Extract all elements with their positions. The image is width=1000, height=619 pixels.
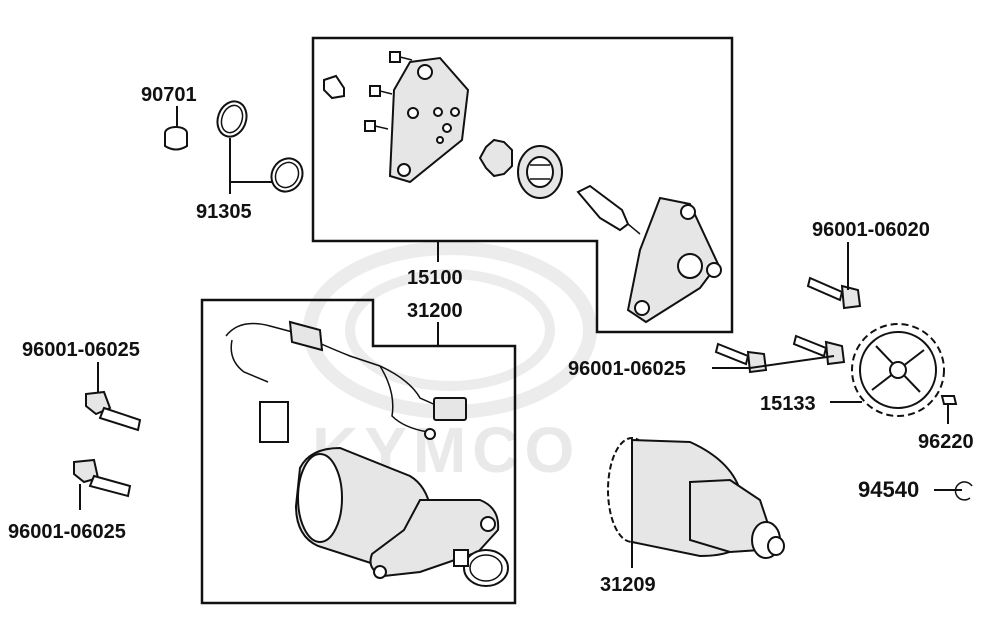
starter-bracket-plate bbox=[388, 56, 470, 184]
label-96001-06025-left-top: 96001-06025 bbox=[22, 339, 140, 361]
o-rings-91305 bbox=[216, 100, 304, 193]
assembly-box-31200 bbox=[200, 298, 517, 605]
bolt-right-96001-06020 bbox=[806, 276, 862, 310]
starter-drive-31209 bbox=[607, 437, 785, 559]
starter-motor-wiring bbox=[225, 320, 467, 443]
bolt-left-bottom bbox=[73, 458, 132, 498]
pin-96220 bbox=[940, 395, 958, 405]
end-plate bbox=[626, 196, 722, 324]
label-96001-06025-left-bottom: 96001-06025 bbox=[8, 521, 126, 543]
label-31209: 31209 bbox=[600, 574, 656, 596]
leader-lines bbox=[79, 106, 962, 568]
starter-motor-31200 bbox=[294, 446, 509, 587]
assembly-box-15100 bbox=[311, 36, 734, 334]
label-31200: 31200 bbox=[407, 300, 463, 322]
label-90701: 90701 bbox=[141, 84, 197, 106]
idle-shaft bbox=[576, 184, 641, 235]
label-96001-06025-right: 96001-06025 bbox=[568, 358, 686, 380]
starter-clutch bbox=[517, 145, 563, 199]
sleeve-90701 bbox=[164, 126, 188, 151]
label-96001-06020: 96001-06020 bbox=[812, 219, 930, 241]
label-15133: 15133 bbox=[760, 393, 816, 415]
bolts-right-96001-06025 bbox=[714, 334, 846, 374]
bolt-left-top bbox=[85, 390, 142, 432]
label-15100: 15100 bbox=[407, 267, 463, 289]
spline-gear bbox=[478, 138, 513, 178]
label-96220: 96220 bbox=[918, 431, 974, 453]
label-94540: 94540 bbox=[858, 477, 919, 502]
bolts-small bbox=[323, 51, 413, 132]
sprocket-15133 bbox=[851, 323, 945, 417]
label-91305: 91305 bbox=[196, 201, 252, 223]
